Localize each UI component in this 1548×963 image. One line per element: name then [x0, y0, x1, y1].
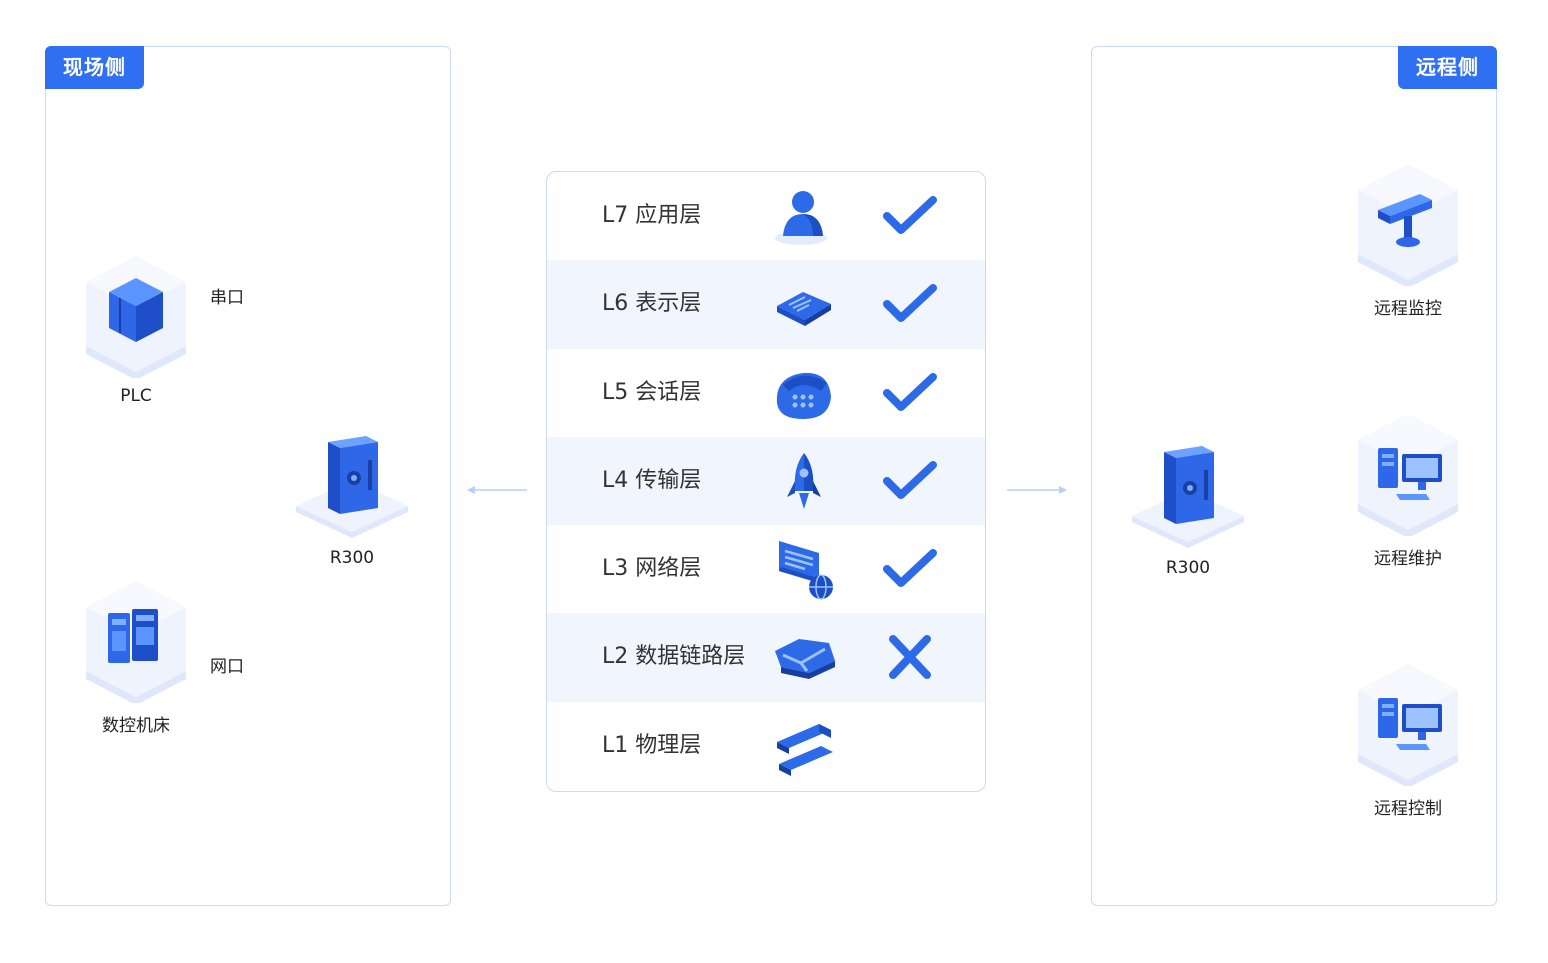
right-r300-label: R300: [1165, 558, 1211, 578]
plc-node: PLC: [66, 250, 206, 406]
remote-maintenance-node: 远程维护: [1338, 408, 1478, 569]
document-icon: [777, 292, 831, 327]
layer-name: L5 会话层: [602, 379, 702, 405]
check-icon: [883, 284, 937, 323]
osi-layers-table: L7 应用层 L6 表示层 L5 会话层: [546, 171, 986, 792]
remote-maintenance-label: 远程维护: [1374, 549, 1442, 569]
phone-icon: [776, 372, 831, 419]
layer-row-l3: L3 网络层: [547, 525, 985, 613]
layer-name: L4 传输层: [602, 467, 702, 493]
layer-name: L6 表示层: [602, 291, 702, 317]
check-icon: [883, 196, 937, 234]
check-icon: [883, 460, 937, 499]
data-link-icon: [775, 639, 835, 680]
router-device-icon: [296, 436, 408, 538]
serial-port-label: 串口: [210, 288, 244, 308]
camera-icon: [1358, 164, 1458, 288]
layer-name: L3 网络层: [602, 556, 702, 582]
remote-monitor-label: 远程监控: [1374, 299, 1442, 319]
computer-icon: [1358, 414, 1458, 538]
check-icon: [883, 549, 937, 588]
remote-side-title: 远程侧: [1398, 46, 1497, 89]
layer-row-l6: L6 表示层: [547, 260, 985, 349]
layer-row-l4: L4 传输层: [547, 436, 985, 526]
network-globe-icon: [779, 541, 833, 600]
cross-icon: [889, 635, 931, 680]
check-icon: [883, 372, 937, 411]
layer-name: L2 数据链路层: [602, 644, 746, 670]
right-r300-node: R300: [1118, 440, 1258, 578]
layer-row-l2: L2 数据链路层: [547, 613, 985, 702]
layer-name: L1 物理层: [602, 732, 702, 758]
physical-layer-icon: [777, 723, 833, 776]
router-device-icon: [1132, 446, 1244, 548]
layer-row-l7: L7 应用层: [547, 172, 985, 260]
left-r300-node: R300: [282, 430, 422, 568]
plc-label: PLC: [120, 386, 152, 406]
remote-control-label: 远程控制: [1374, 799, 1442, 819]
cnc-machine-label: 数控机床: [102, 716, 170, 736]
ethernet-port-label: 网口: [210, 657, 244, 677]
remote-control-node: 远程控制: [1338, 658, 1478, 819]
layer-row-l1: L1 物理层: [547, 702, 985, 790]
left-arrow-head: [467, 486, 475, 494]
layer-row-l5: L5 会话层: [547, 349, 985, 437]
layer-name: L7 应用层: [602, 203, 702, 228]
right-arrow-head: [1059, 486, 1067, 494]
user-icon: [775, 191, 827, 245]
field-side-panel: 现场侧: [45, 46, 451, 906]
plc-cube-icon: [86, 256, 186, 380]
cnc-machine-icon: [86, 581, 186, 705]
remote-monitor-node: 远程监控: [1338, 158, 1478, 319]
left-r300-label: R300: [329, 548, 375, 568]
rocket-icon: [787, 452, 821, 509]
field-side-title: 现场侧: [45, 46, 144, 89]
cnc-machine-node: 数控机床: [66, 575, 206, 736]
computer-icon: [1358, 664, 1458, 788]
